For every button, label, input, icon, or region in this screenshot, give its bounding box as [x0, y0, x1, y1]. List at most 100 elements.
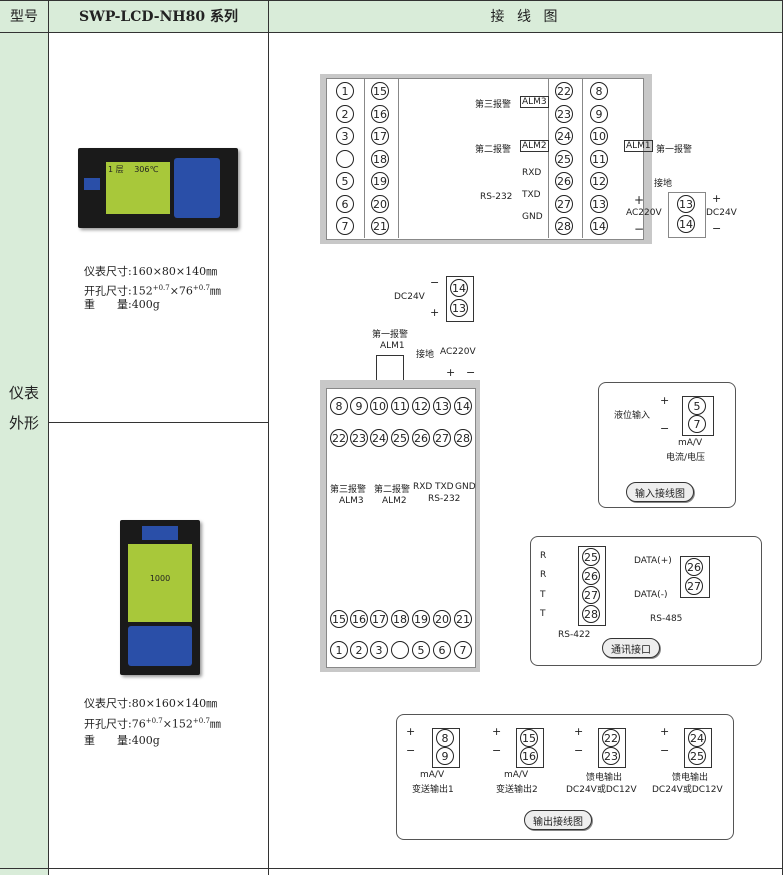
label-alarm2: 第二报警 — [374, 485, 411, 495]
blue-keypad — [174, 158, 220, 218]
label-ground: 接地 — [416, 350, 435, 360]
terminal: 27 — [555, 195, 573, 213]
terminal: 13 — [590, 195, 608, 213]
label-alm3: ALM3 — [520, 96, 549, 108]
label-alarm3: 第三报警 — [475, 100, 512, 110]
terminal: 25 — [582, 548, 600, 566]
terminal: 1 — [330, 641, 348, 659]
label-minus: − — [466, 366, 476, 379]
terminal: 28 — [555, 217, 573, 235]
terminal: 5 — [336, 172, 354, 190]
terminal: 8 — [330, 397, 348, 415]
terminal: 14 — [677, 215, 695, 233]
label-minus: − — [660, 422, 670, 435]
terminal: 22 — [330, 429, 348, 447]
label-alarm2: 第二报警 — [475, 145, 512, 155]
label-dc24: DC24V — [394, 292, 425, 302]
lcd-screen: 1000 — [128, 544, 192, 622]
output-wiring-box — [396, 714, 734, 840]
terminal: 5 — [412, 641, 430, 659]
top-col-divider — [364, 78, 365, 238]
label-plus: + — [712, 192, 722, 205]
label-gnd: GND — [522, 212, 543, 222]
table-divider — [268, 0, 269, 875]
spec-weight: 重 量:400g — [84, 298, 160, 311]
label-minus: − — [634, 222, 645, 236]
terminal: 13 — [433, 397, 451, 415]
terminal: 21 — [454, 610, 472, 628]
terminal: 13 — [450, 299, 468, 317]
label-ground: 接地 — [654, 179, 673, 189]
table-divider — [49, 422, 268, 423]
terminal: 21 — [371, 217, 389, 235]
input-wiring-box — [598, 382, 736, 508]
terminal: 16 — [520, 747, 538, 765]
terminal: 7 — [336, 217, 354, 235]
alm1-wire — [376, 355, 404, 380]
terminal: 26 — [555, 172, 573, 190]
terminal: 27 — [433, 429, 451, 447]
label-minus: − — [712, 222, 722, 235]
terminal: 14 — [454, 397, 472, 415]
terminal: 14 — [590, 217, 608, 235]
terminal: 27 — [685, 577, 703, 595]
side-label-2: 外形 — [8, 414, 39, 432]
label-ac220: AC220V — [626, 208, 662, 218]
label-rs422: RS-422 — [558, 630, 591, 640]
terminal: 17 — [370, 610, 388, 628]
label-txd: TXD — [522, 190, 541, 200]
terminal: 16 — [350, 610, 368, 628]
screen-text: 1000 — [149, 574, 171, 583]
label-alm1: ALM1 — [380, 341, 405, 351]
terminal: 5 — [688, 397, 706, 415]
terminal: 8 — [436, 729, 454, 747]
label-rxd: RXD — [413, 482, 433, 492]
label-data-minus: DATA(-) — [634, 590, 668, 600]
terminal: 3 — [370, 641, 388, 659]
terminal: 2 — [336, 105, 354, 123]
terminal: 1 — [336, 82, 354, 100]
terminal: 19 — [371, 172, 389, 190]
spec-weight: 重 量:400g — [84, 734, 160, 747]
side-label-1: 仪表 — [8, 384, 39, 402]
label-plus: + — [660, 394, 670, 407]
output-label-1: mA/V — [504, 770, 529, 780]
output-label-2: 变送输出1 — [412, 785, 454, 795]
terminal: 28 — [582, 605, 600, 623]
terminal: 24 — [555, 127, 573, 145]
label-alarm1: 第一报警 — [372, 330, 409, 340]
label-rs232: RS-232 — [480, 192, 513, 202]
terminal: 25 — [391, 429, 409, 447]
terminal: 26 — [582, 567, 600, 585]
label-alm1: ALM1 — [624, 140, 653, 152]
label-minus: − — [406, 744, 416, 757]
terminal: 12 — [412, 397, 430, 415]
label-current-voltage: 电流/电压 — [666, 453, 706, 463]
table-divider — [0, 0, 783, 1]
terminal: 20 — [371, 195, 389, 213]
terminal: 13 — [677, 195, 695, 213]
terminal: 10 — [370, 397, 388, 415]
lcd-screen: 1 层 306℃ — [106, 162, 170, 214]
label-alarm1: 第一报警 — [656, 145, 693, 155]
terminal: 11 — [590, 150, 608, 168]
terminal: 20 — [433, 610, 451, 628]
terminal: 27 — [582, 586, 600, 604]
terminal: 25 — [688, 747, 706, 765]
label-ac220: AC220V — [440, 347, 476, 357]
label-rxd: RXD — [522, 168, 542, 178]
table-divider — [0, 868, 783, 869]
table-divider — [48, 0, 49, 875]
screen-text: 1 层 — [108, 165, 124, 174]
label-t: T — [540, 609, 546, 619]
header-series: SWP-LCD-NH80 系列 — [49, 0, 268, 33]
screen-text: 306℃ — [134, 165, 159, 174]
label-plus: + — [574, 725, 584, 738]
label-t: T — [540, 590, 546, 600]
label-txd: TXD — [435, 482, 454, 492]
output-wiring-title: 输出接线图 — [524, 810, 592, 830]
device-horizontal-image: 1 层 306℃ — [78, 148, 238, 228]
terminal: 2 — [350, 641, 368, 659]
terminal — [391, 641, 409, 659]
header-wiring: 接 线 图 — [269, 0, 783, 33]
